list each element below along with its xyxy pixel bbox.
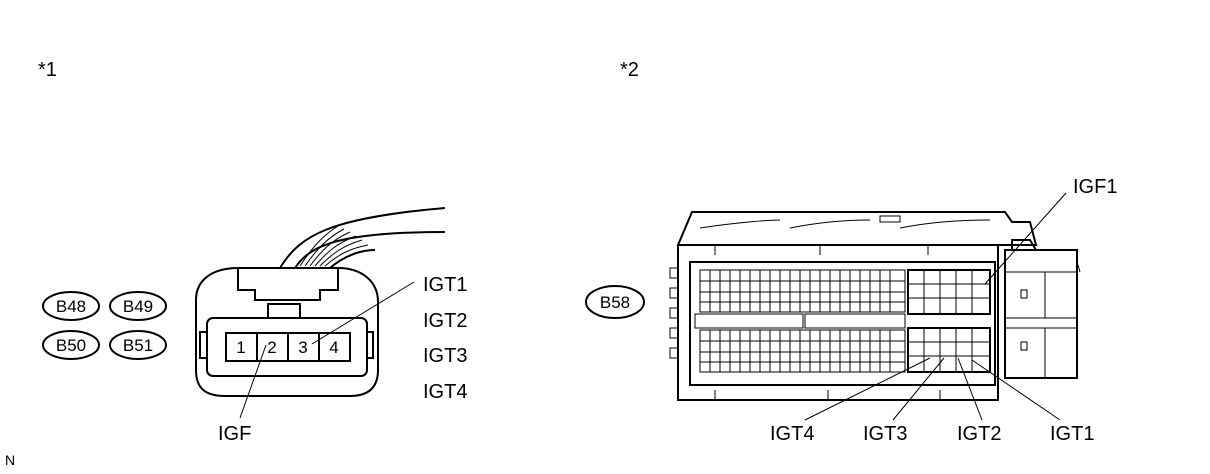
- upper-pin-grid: [700, 270, 905, 312]
- connector-code-b48-text: B48: [56, 297, 86, 316]
- label-igt1-ecm: IGT1: [1050, 423, 1094, 445]
- pin-number-2: 2: [267, 338, 276, 357]
- connector-code-b51-text: B51: [123, 336, 153, 355]
- label-igt4-ecm: IGT4: [770, 423, 814, 445]
- label-igf1: IGF1: [1073, 176, 1117, 198]
- pin-number-3: 3: [298, 338, 307, 357]
- pin-cell-4: [318, 332, 351, 362]
- leader-igt: [311, 281, 415, 345]
- pin-number-1: 1: [236, 338, 245, 357]
- coil-connector: 1 2 3 4: [195, 267, 379, 397]
- wire-harness: [279, 207, 446, 269]
- connector-code-b58: B58: [585, 285, 645, 319]
- connector-code-b50-text: B50: [56, 336, 86, 355]
- leader-igt3: [892, 357, 945, 421]
- ecm-connector: [669, 211, 1081, 401]
- label-igt2-ecm: IGT2: [957, 423, 1001, 445]
- label-igt3: IGT3: [423, 345, 467, 367]
- view-1-marker: *1: [38, 59, 57, 81]
- view-2-marker: *2: [620, 59, 639, 81]
- label-igt4: IGT4: [423, 381, 467, 403]
- leader-igf: [239, 344, 267, 419]
- connector-code-b49: B49: [109, 291, 167, 321]
- leader-igt2: [957, 357, 983, 421]
- label-igt3-ecm: IGT3: [863, 423, 907, 445]
- leader-igt1: [971, 359, 1061, 421]
- leader-igt4: [804, 357, 931, 421]
- connector-code-b50: B50: [42, 330, 100, 360]
- label-igt1: IGT1: [423, 274, 467, 296]
- connector-code-b49-text: B49: [123, 297, 153, 316]
- label-igf: IGF: [218, 423, 251, 445]
- label-igt2: IGT2: [423, 310, 467, 332]
- corner-note: N: [5, 452, 15, 468]
- connector-code-b58-text: B58: [600, 293, 630, 312]
- pin-number-4: 4: [329, 338, 338, 357]
- lower-pin-grid: [700, 330, 905, 372]
- connector-code-b51: B51: [109, 330, 167, 360]
- leader-igf1: [984, 192, 1067, 285]
- connector-code-b48: B48: [42, 291, 100, 321]
